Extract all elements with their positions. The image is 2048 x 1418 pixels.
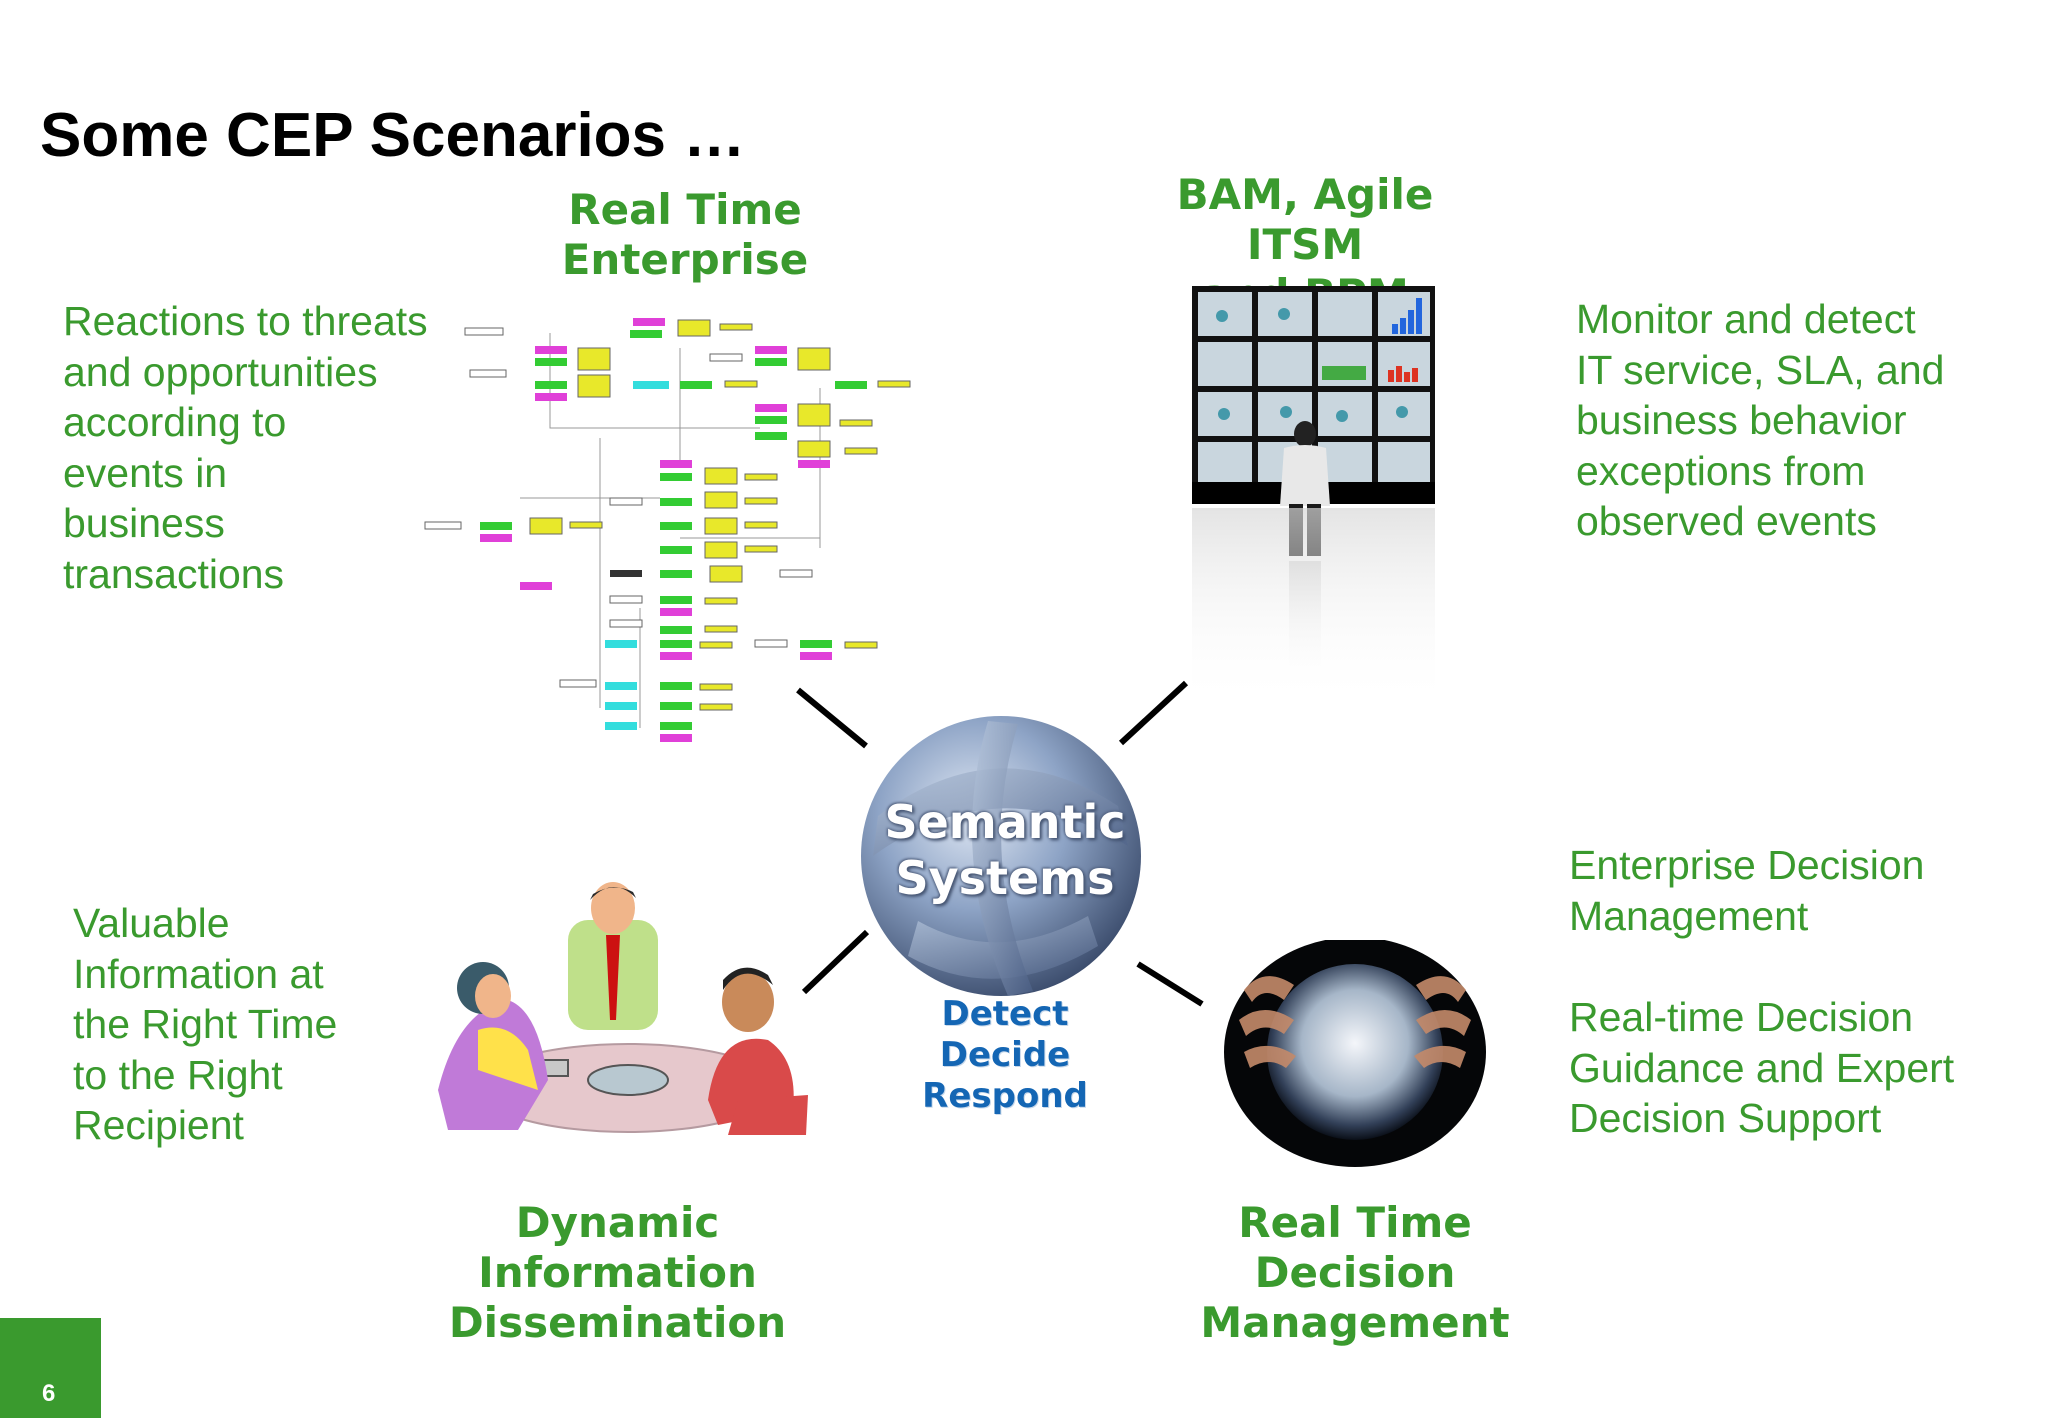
semantic-systems-label: Semantic Systems — [884, 795, 1126, 905]
page-number: 6 — [42, 1380, 56, 1407]
description-enterprise-decision: Enterprise Decision Management — [1569, 842, 1925, 939]
monitoring-wall-person-icon — [1192, 286, 1435, 708]
meeting-people-clipart-icon — [438, 882, 808, 1135]
description-bam-itsm-bpm: Monitor and detect IT service, SLA, and … — [1576, 296, 1945, 544]
description-dynamic-information: Valuable Information at the Right Time t… — [73, 900, 338, 1148]
event-network-diagram-icon — [424, 318, 911, 742]
heading-dynamic-information-dissemination: Dynamic Information Dissemination — [448, 1198, 787, 1347]
heading-real-time-decision-management: Real Time Decision Management — [1200, 1198, 1510, 1347]
semantic-sphere-icon — [861, 716, 1141, 996]
description-realtime-decision: Real-time Decision Guidance and Expert D… — [1569, 994, 1955, 1141]
detect-decide-respond: Detect Decide Respond — [922, 994, 1088, 1116]
description-real-time-enterprise: Reactions to threats and opportunities a… — [63, 298, 428, 597]
page-number-badge: 6 — [0, 1318, 101, 1418]
slide-title: Some CEP Scenarios … — [40, 101, 746, 170]
crystal-ball-hands-icon — [1224, 940, 1486, 1167]
heading-real-time-enterprise: Real Time Enterprise — [561, 185, 809, 284]
